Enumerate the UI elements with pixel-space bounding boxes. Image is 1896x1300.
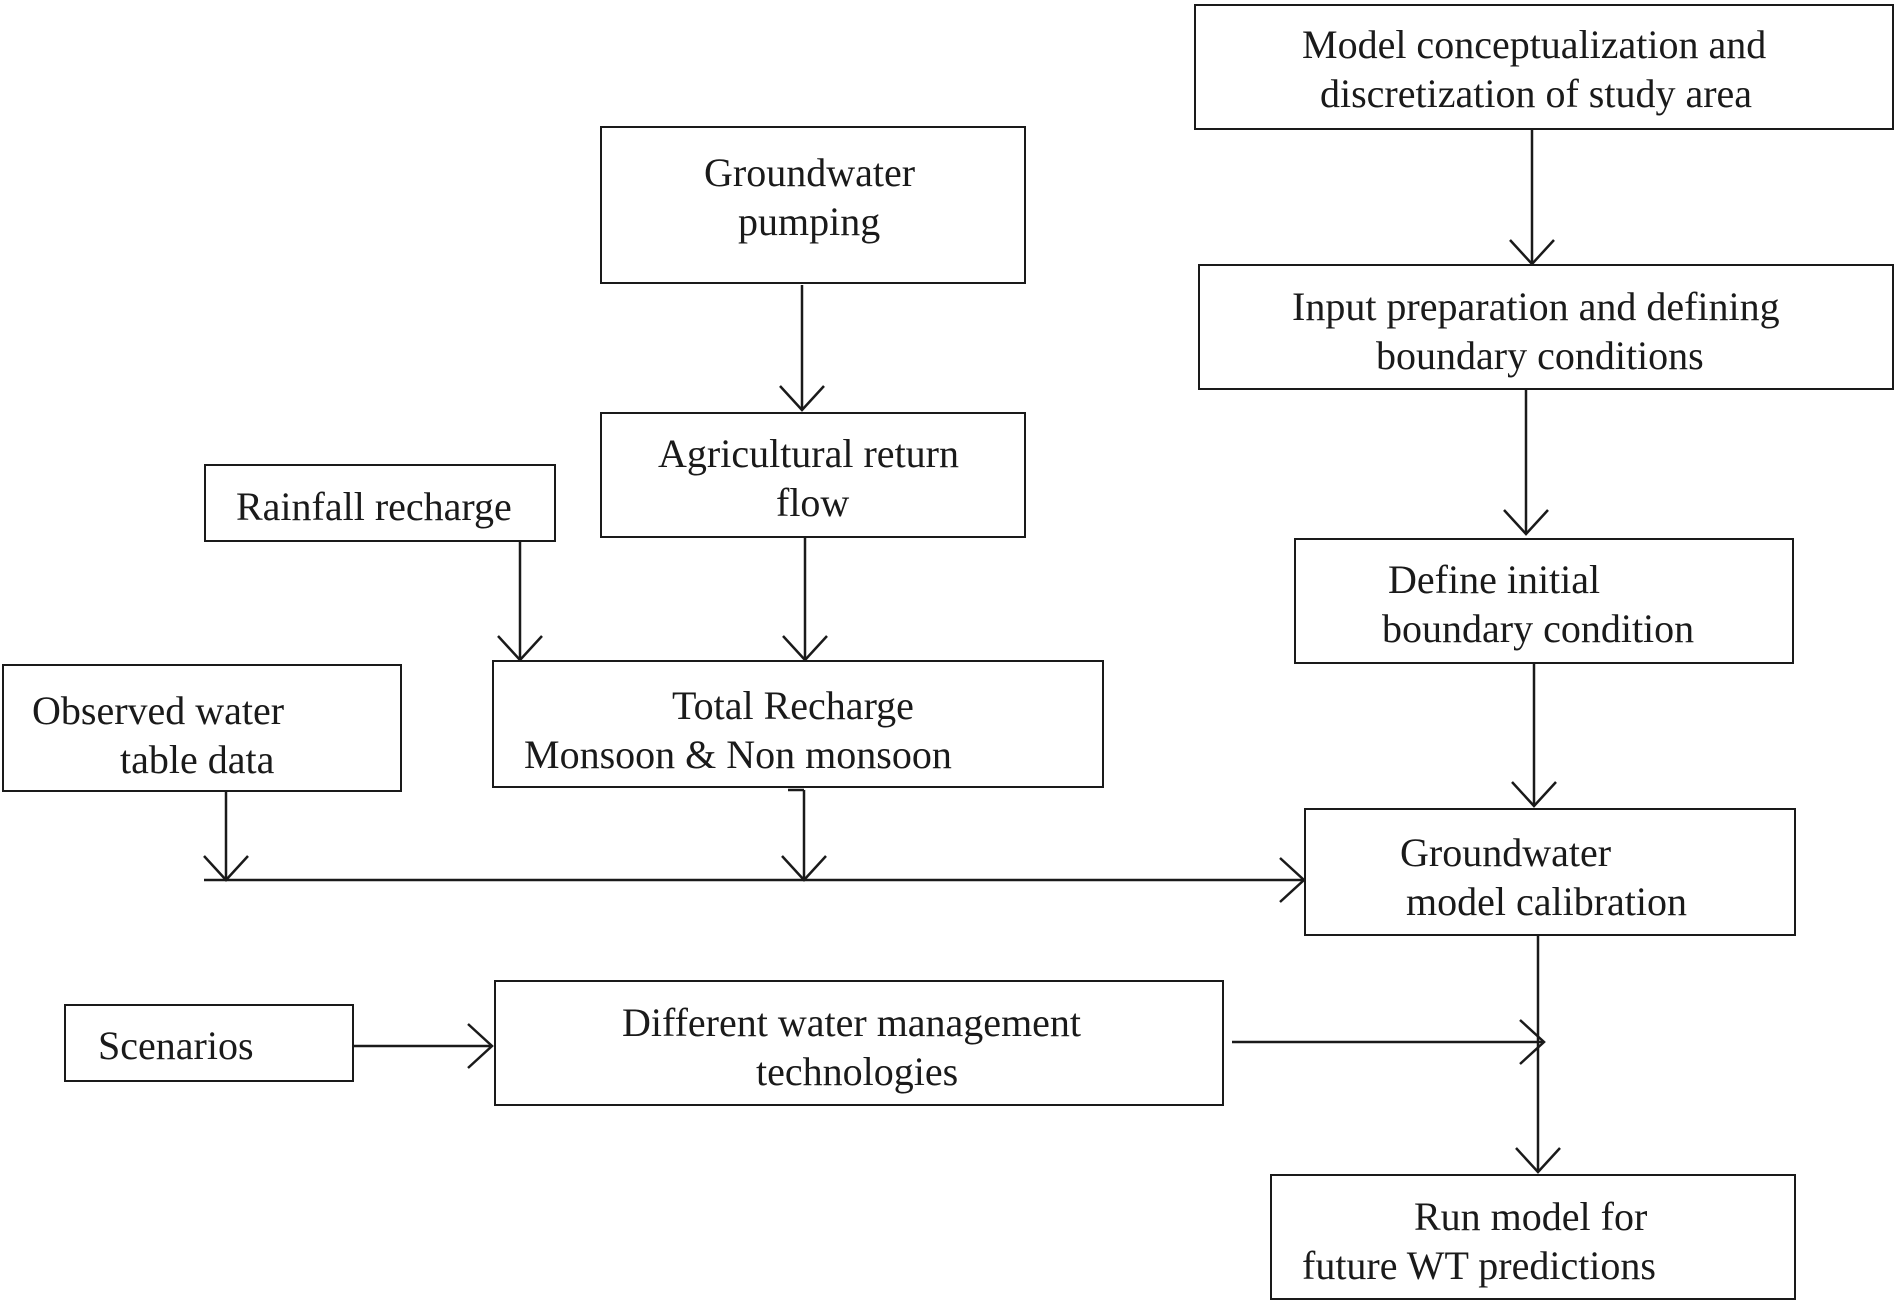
node-groundwater-calibration: Groundwater model calibration — [1304, 808, 1796, 936]
node-text-line: technologies — [756, 1049, 959, 1094]
node-text-line: pumping — [738, 199, 881, 244]
node-total-recharge: Total Recharge Monsoon & Non monsoon — [492, 660, 1104, 788]
arrow-observed-down — [203, 788, 249, 882]
node-text-line: Rainfall recharge — [236, 484, 512, 529]
node-text-line: Observed water — [32, 688, 285, 733]
node-water-management-technologies: Different water management technologies — [494, 980, 1224, 1106]
node-agricultural-return-flow: Agricultural return flow — [600, 412, 1026, 538]
arrow-calibration-to-run — [1515, 936, 1561, 1174]
node-text-line: table data — [120, 737, 275, 782]
node-text-line: Different water management — [622, 1000, 1082, 1045]
arrow-define-to-calibration — [1511, 664, 1557, 808]
node-run-model: Run model for future WT predictions — [1270, 1174, 1796, 1300]
node-text-line: Agricultural return — [658, 431, 959, 476]
arrow-recharge-down — [781, 788, 827, 882]
node-text-line: boundary condition — [1382, 606, 1695, 651]
node-define-initial-boundary: Define initial boundary condition — [1294, 538, 1794, 664]
node-text-line: Monsoon & Non monsoon — [524, 732, 952, 777]
node-text-line: Total Recharge — [672, 683, 914, 728]
node-text-line: Groundwater — [1400, 830, 1612, 875]
node-rainfall-recharge: Rainfall recharge — [204, 464, 556, 542]
arrow-mgmt-to-run — [1232, 1019, 1546, 1065]
arrow-input-to-define — [1503, 390, 1549, 536]
node-text-line: model calibration — [1406, 879, 1688, 924]
node-input-preparation: Input preparation and defining boundary … — [1198, 264, 1894, 390]
node-text-line: Model conceptualization and — [1302, 22, 1767, 67]
arrow-scenarios-to-mgmt — [354, 1023, 494, 1069]
node-text-line: Run model for — [1414, 1194, 1648, 1239]
node-groundwater-pumping: Groundwater pumping — [600, 126, 1026, 284]
arrow-to-calibration — [204, 857, 1306, 903]
node-text-line: Groundwater — [704, 150, 916, 195]
node-text-line: discretization of study area — [1320, 71, 1753, 116]
node-text-line: Define initial — [1388, 557, 1601, 602]
node-text-line: boundary conditions — [1376, 333, 1704, 378]
node-observed-water-table: Observed water table data — [2, 664, 402, 792]
arrow-pumping-to-agri — [779, 285, 825, 412]
node-text-line: flow — [776, 480, 850, 525]
node-scenarios: Scenarios — [64, 1004, 354, 1082]
arrow-agri-to-recharge — [782, 538, 828, 662]
node-model-conceptualization: Model conceptualization and discretizati… — [1194, 4, 1894, 130]
node-text-line: future WT predictions — [1302, 1243, 1656, 1288]
node-text-line: Scenarios — [98, 1023, 254, 1068]
arrow-concept-to-input — [1509, 130, 1555, 266]
node-text-line: Input preparation and defining — [1292, 284, 1780, 329]
arrow-rainfall-to-recharge — [497, 542, 543, 662]
